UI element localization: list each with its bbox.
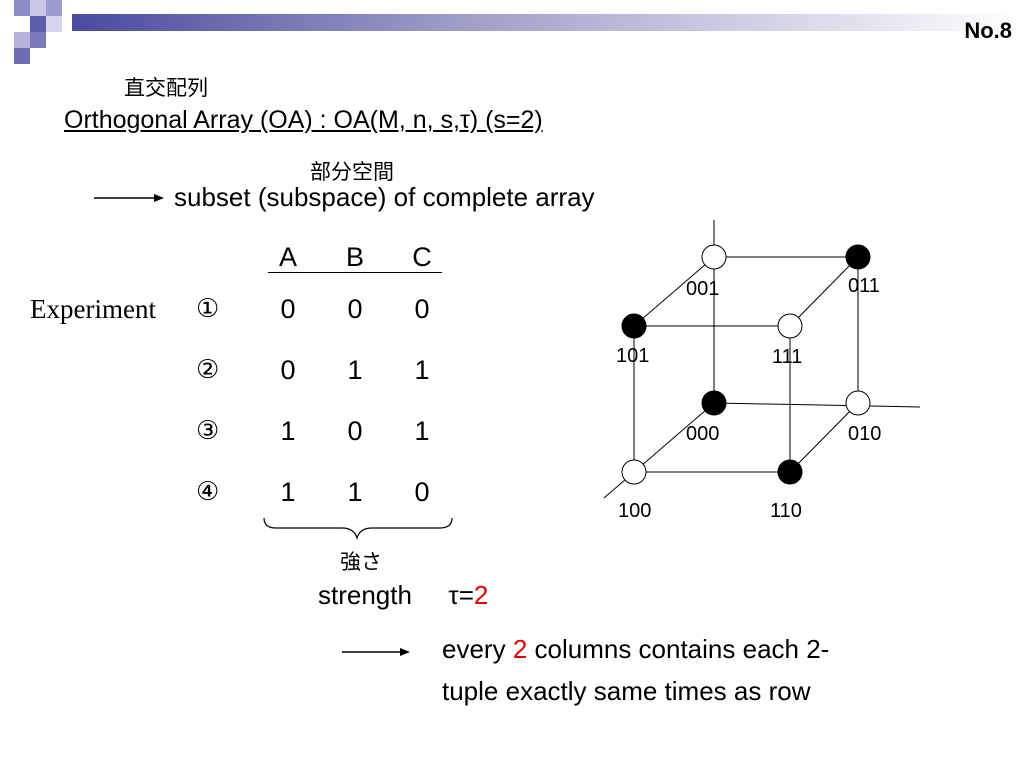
row-marker: ③: [196, 416, 220, 446]
row-marker: ④: [196, 477, 220, 507]
table-cell: 1: [414, 355, 430, 385]
vertex-label: 101: [616, 345, 649, 367]
header-square: [30, 32, 46, 48]
strength-japanese: 強さ: [340, 550, 382, 574]
cube-edge: [603, 402, 715, 499]
cube-edge: [789, 402, 859, 473]
column-header-a: A: [278, 242, 297, 272]
column-brace: [263, 517, 453, 541]
strength-text: strength: [318, 580, 412, 610]
row-marker: ①: [196, 294, 220, 324]
vertex-011: [845, 244, 871, 270]
table-cell: 0: [280, 355, 296, 385]
vertex-label: 011: [848, 275, 880, 297]
vertex-label: 001: [686, 278, 719, 300]
header-square: [30, 0, 46, 16]
page-title: Orthogonal Array (OA) : OA(M, n, s,τ) (s…: [64, 106, 543, 134]
table-cell: 0: [347, 416, 363, 446]
table-cell: 0: [347, 294, 363, 324]
tau-symbol: τ=: [448, 580, 474, 610]
table-header-row: A B C: [268, 242, 442, 273]
vertex-001: [701, 244, 727, 270]
column-header-c: C: [412, 242, 432, 272]
column-header-b: B: [345, 242, 364, 272]
header-bar: [72, 14, 1024, 31]
vertex-101: [621, 313, 647, 339]
vertex-010: [845, 390, 871, 416]
conclusion-rest: columns contains each 2-: [527, 634, 830, 664]
vertex-label: 110: [770, 500, 802, 522]
header-square: [14, 0, 30, 16]
header-square: [46, 16, 62, 32]
header-square: [14, 48, 30, 64]
page-number: No.8: [964, 18, 1012, 43]
vertex-110: [777, 459, 803, 485]
conclusion-line-1: every 2 columns contains each 2-: [442, 634, 829, 665]
cube-edge: [633, 256, 715, 327]
table-cell: 0: [414, 477, 430, 507]
cube-edge: [713, 402, 921, 408]
conclusion-line-2: tuple exactly same times as row: [442, 676, 811, 706]
vertex-000: [701, 390, 727, 416]
conclusion-number: 2: [512, 634, 528, 664]
table-cell: 1: [280, 477, 296, 507]
conclusion-prefix: every: [442, 634, 513, 664]
title-japanese: 直交配列: [124, 76, 208, 100]
subset-japanese: 部分空間: [310, 160, 394, 184]
vertex-111: [777, 313, 803, 339]
table-cell: 1: [414, 416, 430, 446]
vertex-label: 111: [772, 346, 802, 368]
table-cell: 1: [347, 355, 363, 385]
subset-arrow: [94, 194, 164, 202]
cube-diagram: 001 011 101 111 000 010 100 110: [603, 220, 921, 522]
vertex-label: 000: [686, 423, 719, 445]
cube-edge: [789, 256, 859, 327]
vertex-label: 100: [618, 500, 651, 522]
experiment-label: Experiment: [30, 294, 156, 324]
table-cell: 1: [280, 416, 296, 446]
row-marker: ②: [196, 355, 220, 385]
subset-text: subset (subspace) of complete array: [174, 182, 595, 212]
table-cell: 1: [347, 477, 363, 507]
vertex-label: 010: [848, 423, 881, 445]
vertex-100: [621, 459, 647, 485]
table-cell: 0: [280, 294, 296, 324]
strength-value: 2: [473, 580, 489, 610]
conclusion-arrow: [342, 648, 410, 656]
header-square: [30, 16, 46, 32]
header-square: [46, 0, 62, 16]
header-square: [14, 32, 30, 48]
table-cell: 0: [414, 294, 430, 324]
strength-label: strength τ=2: [318, 580, 488, 611]
